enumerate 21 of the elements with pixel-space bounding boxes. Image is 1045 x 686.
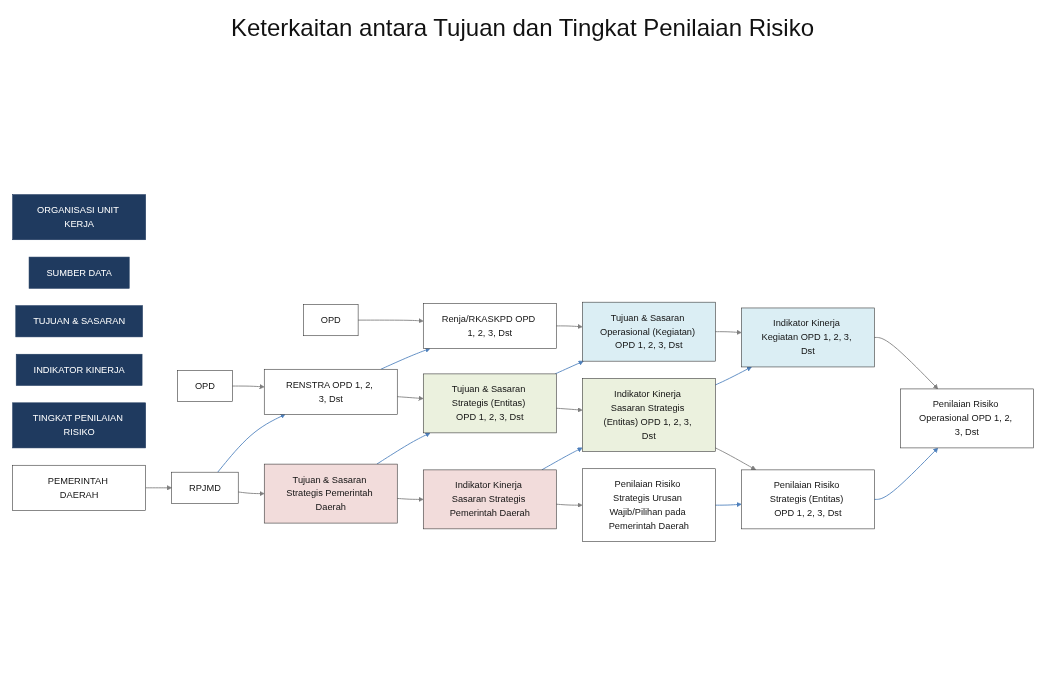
node-box: SUMBER DATA xyxy=(28,256,129,289)
node-box: ORGANISASI UNIT KERJA xyxy=(11,194,146,240)
node-box: PEMERINTAH DAERAH xyxy=(11,464,146,511)
node-box: INDIKATOR KINERJA xyxy=(15,353,142,386)
node-box: Indikator Kinerja Kegiatan OPD 1, 2, 3, Dst xyxy=(740,307,875,368)
node-box: TINGKAT PENILAIAN RISIKO xyxy=(11,402,146,449)
diagram-title: Keterkaitan antara Tujuan dan Tingkat Penilaian Risiko xyxy=(231,14,814,42)
node-box: RPJMD xyxy=(170,471,238,504)
node-box: Tujuan & Sasaran Strategis Pemerintah Daerah xyxy=(263,463,398,524)
node-box: Indikator Kinerja Sasaran Strategis Pemerintah Daerah xyxy=(422,469,557,530)
node-box: Indikator Kinerja Sasaran Strategis (Entitas) OPD 1, 2, 3, Dst xyxy=(581,378,716,452)
node-box: OPD xyxy=(176,370,233,402)
node-box: RENSTRA OPD 1, 2, 3, Dst xyxy=(263,368,398,415)
node-box: Penilaian Risiko Operasional OPD 1, 2, 3, Dst xyxy=(899,388,1034,449)
node-box: TUJUAN & SASARAN xyxy=(15,305,143,338)
node-box: Penilaian Risiko Strategis Urusan Wajib/Pilihan pada Pemerintah Daerah xyxy=(581,468,716,542)
node-box: Penilaian Risiko Strategis (Entitas) OPD 1, 2, 3, Dst xyxy=(740,469,875,530)
node-box: Renja/RKASKPD OPD 1, 2, 3, Dst xyxy=(422,302,557,349)
node-box: Tujuan & Sasaran Operasional (Kegiatan) OPD 1, 2, 3, Dst xyxy=(581,301,716,362)
node-box: Tujuan & Sasaran Strategis (Entitas) OPD 1, 2, 3, Dst xyxy=(422,373,557,434)
node-box: OPD xyxy=(302,304,358,336)
